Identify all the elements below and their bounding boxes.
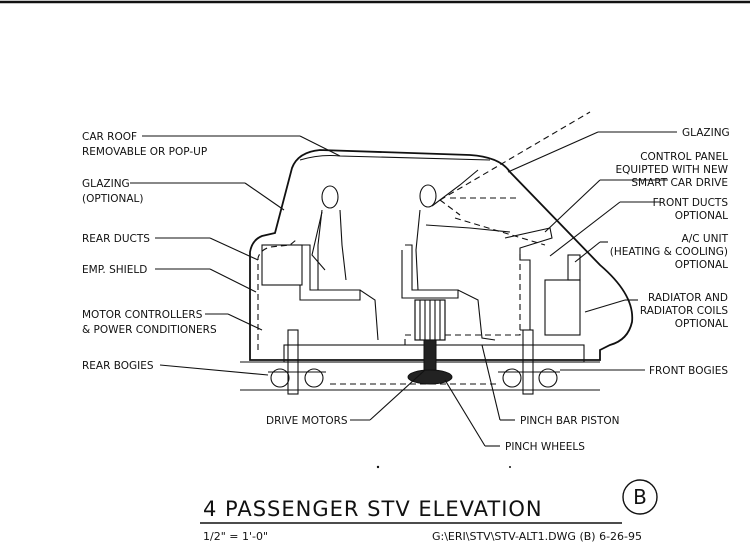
front-bogies-label: FRONT BOGIES [649, 365, 728, 377]
revision-circle [622, 479, 658, 515]
ac-unit-label: A/C UNIT [682, 233, 729, 245]
pinch-bar-piston-label: PINCH BAR PISTON [520, 415, 620, 427]
title-block: 4 PASSENGER STV ELEVATION B 1/2" = 1'-0"… [200, 479, 658, 543]
rear-bogie [268, 329, 326, 395]
drawing-title: 4 PASSENGER STV ELEVATION [203, 497, 543, 521]
emp-shield-label: EMP. SHIELD [82, 264, 147, 276]
radiator-sublabel-1: RADIATOR COILS [640, 305, 728, 317]
glazing-left-sublabel: (OPTIONAL) [82, 193, 143, 205]
front-ducts-label: FRONT DUCTS [653, 197, 729, 209]
revision-letter: B [633, 485, 647, 509]
motor-controllers-sublabel: & POWER CONDITIONERS [82, 324, 217, 336]
rear-bogies-label: REAR BOGIES [82, 360, 154, 372]
glazing-left-label: GLAZING [82, 178, 130, 190]
ac-unit-sublabel-2: OPTIONAL [675, 259, 728, 271]
vehicle-body [240, 149, 634, 363]
pinch-wheels-label: PINCH WHEELS [505, 441, 585, 453]
control-panel-sublabel-2: SMART CAR DRIVE [631, 177, 728, 189]
glazing-right-label: GLAZING [682, 127, 730, 139]
control-panel-label: CONTROL PANEL [640, 151, 728, 163]
rear-passenger-figure [311, 185, 379, 341]
front-ducts-sublabel: OPTIONAL [675, 210, 728, 222]
motor-controllers-label: MOTOR CONTROLLERS [82, 309, 203, 321]
car-roof-sublabel: REMOVABLE OR POP-UP [82, 146, 207, 158]
drive-motors-label: DRIVE MOTORS [266, 415, 348, 427]
ac-unit-sublabel-1: (HEATING & COOLING) [610, 246, 728, 258]
scale-text: 1/2" = 1'-0" [203, 530, 268, 543]
leader-lines [130, 131, 677, 447]
track-rail [240, 383, 600, 391]
front-bogie [498, 329, 560, 395]
rear-ducts-label: REAR DUCTS [82, 233, 150, 245]
car-roof-label: CAR ROOF [82, 131, 137, 143]
file-reference: G:\ERI\STV\STV-ALT1.DWG (B) 6-26-95 [432, 530, 642, 543]
control-panel-sublabel-1: EQUIPTED WITH NEW [616, 164, 729, 176]
radiator-label: RADIATOR AND [648, 292, 728, 304]
drive-motor-assembly [407, 299, 453, 385]
radiator-sublabel-2: OPTIONAL [675, 318, 728, 330]
